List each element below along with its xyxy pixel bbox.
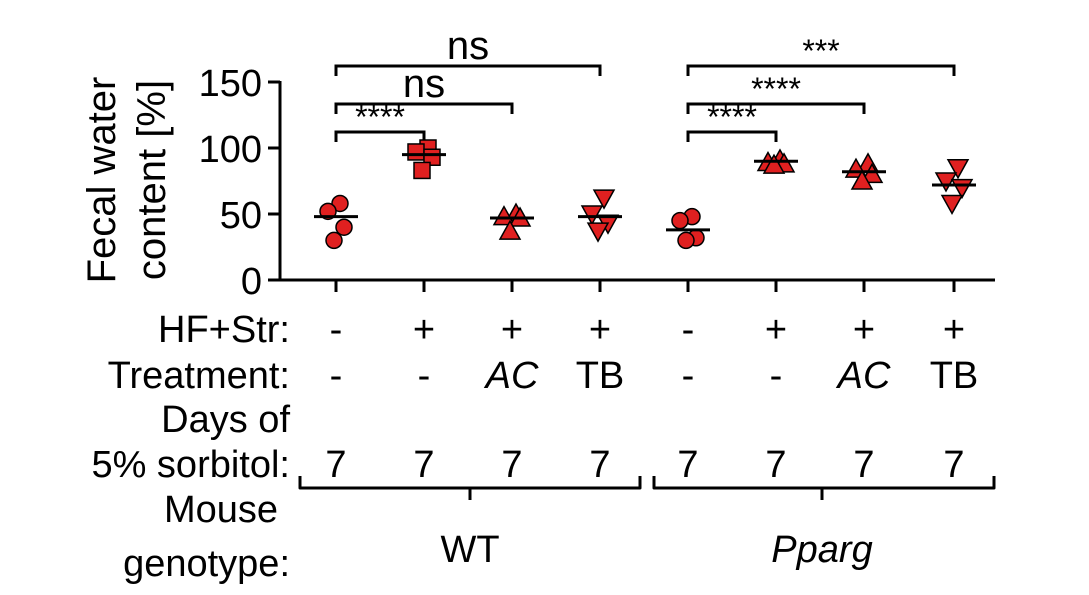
row-value: + [501,309,523,351]
data-point [860,162,884,184]
genotype-name: Pparg [771,529,872,571]
significance-bracket [334,102,514,114]
row-value: 7 [677,444,698,486]
mean-lines [314,153,976,232]
row-value: + [853,309,875,351]
significance-label: ns [447,24,489,68]
row-value: - [682,309,695,351]
row-value: 7 [943,444,964,486]
data-point [325,231,343,250]
genotype-brace [298,476,642,500]
genotype-name: WT [440,529,499,571]
row-value: 7 [853,444,874,486]
row-value: 7 [589,444,610,486]
row-label: Days of [161,399,290,441]
row-value: + [943,309,965,351]
y-axis-label: Fecal water content [%] [80,77,174,284]
data-point [940,194,964,215]
data-point [413,161,431,180]
data-point [331,194,349,213]
row-value: AC [484,355,539,397]
row-value: 7 [325,444,346,486]
data-point [850,169,874,190]
data-point [407,143,425,161]
significance-bracket [334,64,602,76]
row-value: TB [576,355,625,397]
significance-bracket [686,130,778,142]
data-point [677,231,695,250]
axes: 0 50 100 150 [199,63,995,303]
row-value: - [682,355,695,397]
data-point [671,211,689,230]
row-value: 7 [765,444,786,486]
genotype-label-line1: Mouse [164,489,278,531]
row-label: 5% sorbitol: [91,444,290,486]
data-points [319,139,974,250]
y-axis-label-line1: Fecal water [80,77,124,284]
row-value: 7 [501,444,522,486]
row-value: + [413,309,435,351]
row-value: 7 [413,444,434,486]
significance-label: ns [403,62,445,106]
y-tick-label: 150 [199,63,262,105]
data-point [934,172,958,193]
data-point [492,205,516,226]
row-label: Treatment: [108,355,290,397]
data-point [586,222,610,243]
y-tick-label: 50 [220,195,262,237]
row-value: - [330,309,343,351]
significance-bracket [686,64,956,76]
row-value: - [418,355,431,397]
row-value: AC [836,355,891,397]
data-point [762,153,786,174]
row-value: - [330,355,343,397]
y-axis-label-line2: content [%] [130,80,174,280]
row-value: TB [930,355,979,397]
row-value: + [765,309,787,351]
y-tick-label: 100 [199,129,262,171]
data-point [592,189,616,210]
genotype-brace [652,476,996,500]
row-value: + [589,309,611,351]
data-point [498,219,522,240]
significance-bracket [686,102,866,114]
data-point [335,218,353,236]
row-label: HF+Str: [158,309,290,351]
significance-label: **** [751,71,801,107]
significance-bracket [334,130,426,142]
y-tick-label: 0 [241,261,262,303]
data-point [580,205,604,226]
data-point [946,159,970,180]
significance-label: *** [802,33,839,69]
row-value: - [770,355,783,397]
genotype-label-line2: genotype: [123,543,290,585]
